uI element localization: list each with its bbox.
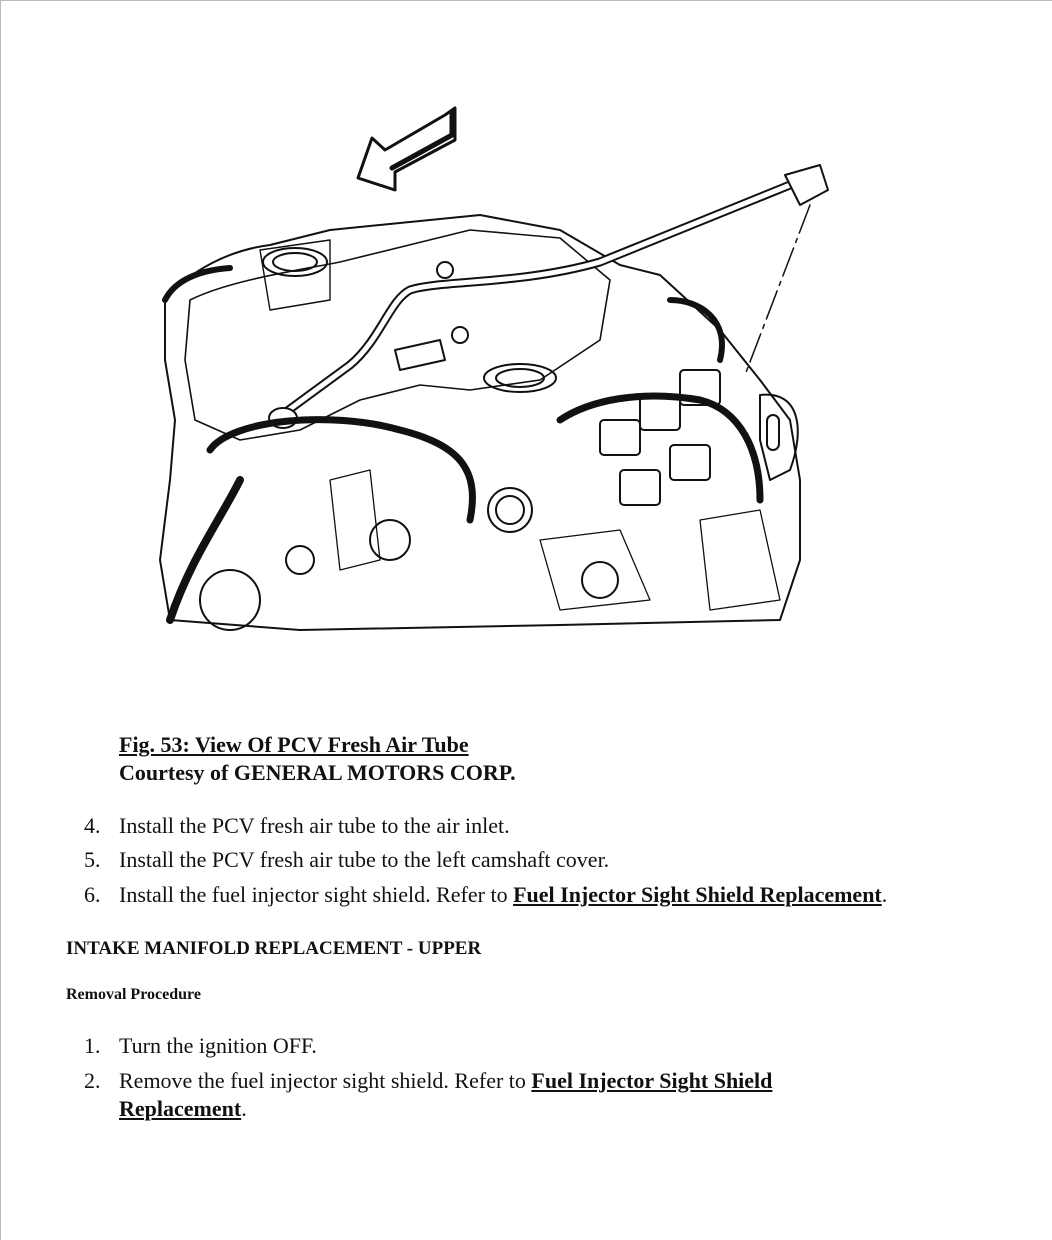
install-step-6: 6. Install the fuel injector sight shield… [84,882,887,908]
fuel-injector-sight-shield-link[interactable]: Fuel Injector Sight Shield [531,1068,773,1093]
step-number: 5. [84,847,101,872]
step-text: Install the fuel injector sight shield. … [119,882,514,907]
step-number: 2. [84,1068,101,1093]
step-text: Install the PCV fresh air tube to the ai… [119,813,510,838]
fuel-injector-sight-shield-link[interactable]: Fuel Injector Sight Shield Replacement [513,882,882,907]
install-step-4: 4. Install the PCV fresh air tube to the … [84,813,510,839]
step-number: 6. [84,882,101,907]
page-edge-left [0,0,1,1240]
step-text: Turn the ignition OFF. [119,1033,317,1058]
install-step-5: 5. Install the PCV fresh air tube to the … [84,847,609,873]
step-text: Remove the fuel injector sight shield. R… [119,1068,532,1093]
step-number: 4. [84,813,101,838]
engine-illustration [159,106,829,631]
direction-arrow-icon [356,106,457,192]
step-tail: . [881,882,888,907]
figure-courtesy: Courtesy of GENERAL MOTORS CORP. [119,760,516,785]
step-text: Install the PCV fresh air tube to the le… [119,847,610,872]
section-title: INTAKE MANIFOLD REPLACEMENT - UPPER [66,938,482,959]
removal-step-1: 1. Turn the ignition OFF. [84,1033,317,1059]
step-number: 1. [84,1033,101,1058]
removal-step-2: 2. Remove the fuel injector sight shield.… [84,1068,772,1094]
page-edge-top [0,0,1052,1]
step-tail: . [241,1096,247,1121]
subsection-title: Removal Procedure [66,986,201,1003]
figure-caption: Fig. 53: View Of PCV Fresh Air Tube [119,732,469,757]
removal-step-2-cont: Replacement. [119,1096,247,1122]
replacement-link[interactable]: Replacement [119,1096,242,1121]
